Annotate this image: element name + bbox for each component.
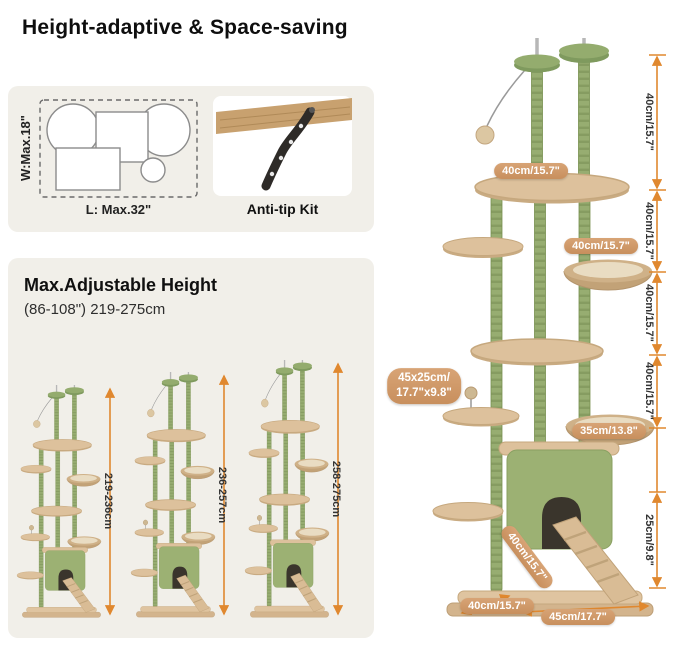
ruler-segment-1: 40cm/15.7" — [643, 93, 655, 151]
height-panel-title: Max.Adjustable Height — [24, 275, 218, 295]
badge-base-width: 45cm/17.7" — [541, 609, 615, 625]
badge-upper-basket: 40cm/15.7" — [564, 238, 638, 254]
ruler-segment-4: 40cm/15.7" — [643, 362, 655, 420]
height-ruler: 40cm/15.7" 40cm/15.7" 40cm/15.7" 40cm/15… — [643, 54, 666, 589]
ruler-segment-3: 40cm/15.7" — [643, 284, 655, 342]
badge-condo-top-line1: 45x25cm/ — [398, 372, 450, 385]
badge-condo-top-line2: 17.7"x9.8" — [396, 387, 452, 399]
badge-top-platform: 40cm/15.7" — [494, 163, 568, 179]
tree-main — [431, 36, 656, 618]
badge-base-depth: 40cm/15.7" — [460, 598, 534, 614]
anti-tip-kit-label: Anti-tip Kit — [246, 201, 319, 217]
page-title: Height-adaptive & Space-saving — [22, 16, 348, 40]
badge-ramp: 40cm/15.7" — [498, 522, 556, 592]
badge-condo-top: 45x25cm/ 17.7"x9.8" — [387, 368, 461, 404]
ruler-segment-5: 25cm/9.8" — [643, 514, 655, 566]
height-panel-subtitle: (86-108") 219-275cm — [24, 301, 166, 318]
footprint-length-label: L: Max.32" — [85, 202, 152, 217]
badge-lower-basket: 35cm/13.8" — [572, 423, 646, 439]
anti-tip-image-frame — [213, 96, 352, 196]
ruler-segment-2: 40cm/15.7" — [643, 202, 655, 260]
